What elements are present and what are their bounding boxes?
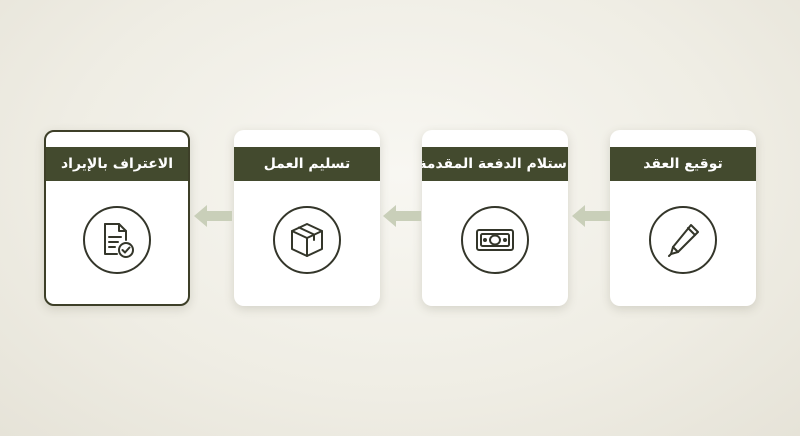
banknote-icon bbox=[476, 229, 514, 251]
flow-arrow-icon bbox=[383, 205, 421, 227]
step-title: الاعتراف بالإيراد bbox=[46, 147, 188, 181]
icon-circle bbox=[649, 206, 717, 274]
box-icon bbox=[291, 223, 323, 257]
document-check-icon bbox=[104, 223, 134, 258]
step-card-work-delivery: تسليم العمل bbox=[234, 130, 380, 306]
step-title: توقيع العقد bbox=[610, 147, 756, 181]
step-title: استلام الدفعة المقدمة bbox=[422, 147, 568, 181]
step-card-advance-payment: استلام الدفعة المقدمة bbox=[422, 130, 568, 306]
pen-icon bbox=[668, 224, 699, 257]
icon-circle bbox=[273, 206, 341, 274]
step-card-contract-signing: توقيع العقد bbox=[610, 130, 756, 306]
flow-arrow-icon bbox=[572, 205, 610, 227]
step-title: تسليم العمل bbox=[234, 147, 380, 181]
icon-circle bbox=[461, 206, 529, 274]
flow-arrow-icon bbox=[194, 205, 232, 227]
icon-circle bbox=[83, 206, 151, 274]
step-card-revenue-recognition: الاعتراف بالإيراد bbox=[44, 130, 190, 306]
